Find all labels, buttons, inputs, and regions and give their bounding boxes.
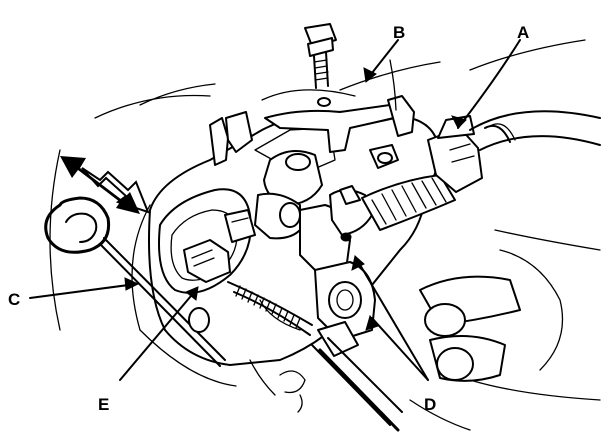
leader-e — [119, 289, 197, 381]
double-arrow-icon — [60, 156, 150, 214]
bracket — [264, 95, 415, 153]
right-pipes — [419, 249, 564, 382]
callout-d: D — [424, 395, 436, 414]
left-connector — [183, 209, 256, 283]
callout-leaders — [29, 39, 521, 381]
leader-d-arrowhead-2 — [365, 314, 379, 331]
leader-a — [457, 39, 521, 129]
connector-d — [299, 185, 373, 276]
dipstick — [44, 196, 226, 367]
sensor-assembly — [254, 144, 399, 240]
leader-d-arrowhead-1 — [351, 255, 365, 271]
leader-c — [29, 283, 137, 299]
bottom-parts — [249, 359, 306, 413]
wire-harness — [469, 110, 601, 151]
leader-b-arrowhead — [363, 67, 377, 83]
callout-labels: A B C D E — [8, 23, 529, 414]
lower-connector — [314, 261, 376, 357]
callout-b: B — [393, 23, 405, 42]
callout-c: C — [8, 290, 20, 309]
leader-b-1 — [367, 39, 399, 79]
callout-e: E — [98, 395, 109, 414]
throttle-body-housing — [148, 110, 441, 366]
leader-e-arrowhead — [185, 286, 199, 301]
leader-d-1 — [355, 257, 429, 381]
callout-a: A — [517, 23, 529, 42]
leader-c-arrowhead — [124, 277, 140, 291]
leader-b-2 — [389, 59, 397, 111]
corrugated-hose — [361, 115, 483, 231]
left-clip — [209, 111, 253, 166]
spring-cable — [227, 281, 313, 336]
leader-a-arrowhead — [451, 115, 467, 129]
dipstick-tube — [188, 307, 403, 432]
leader-d-2 — [371, 317, 429, 381]
